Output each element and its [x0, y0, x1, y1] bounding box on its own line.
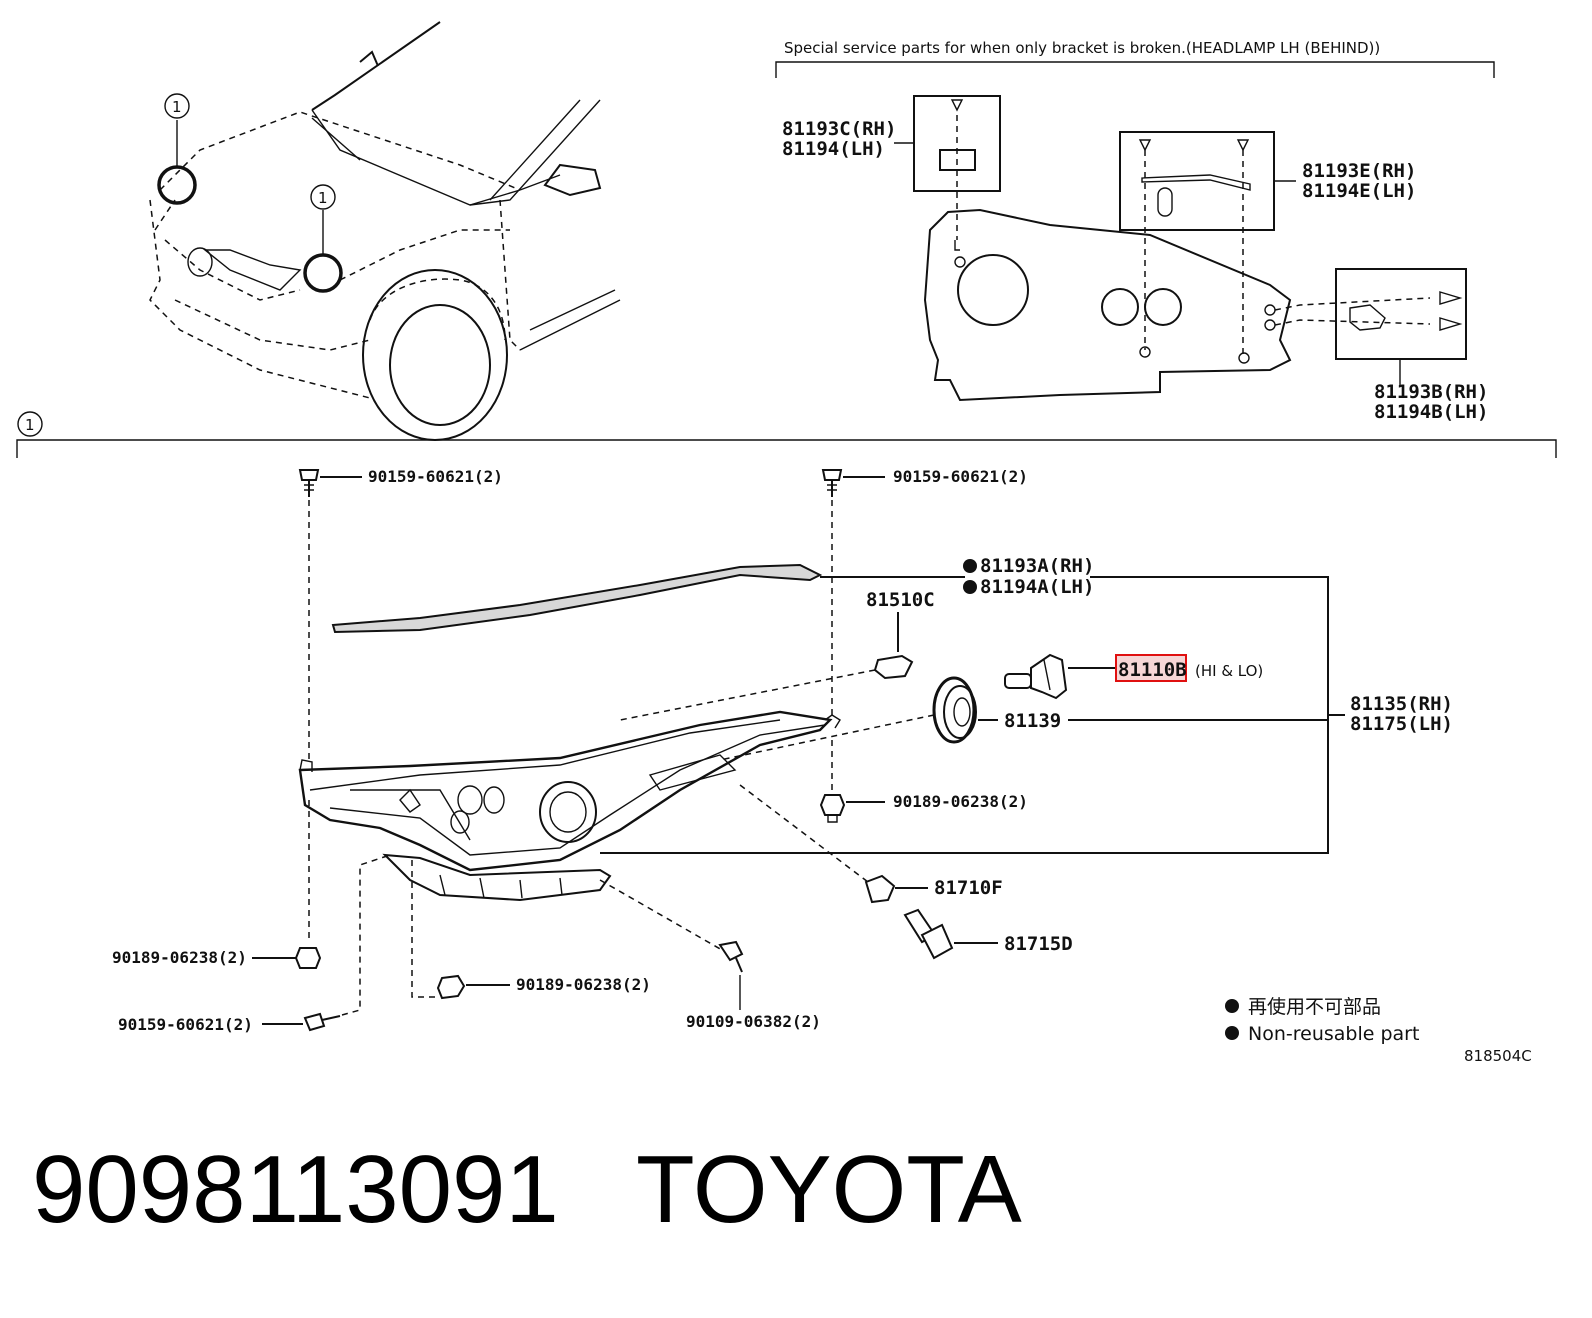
bolt-icon — [718, 940, 744, 973]
non-reusable-dot — [963, 580, 977, 594]
screw-icon — [298, 469, 320, 497]
legend-dot — [1225, 1026, 1239, 1040]
bracket-c-lh-label: 81194(LH) — [782, 138, 885, 160]
bracket-c-rh-label: 81193C(RH) — [782, 118, 896, 140]
bracket-detail-section: Special service parts for when only brac… — [775, 39, 1495, 423]
socket-icon — [903, 908, 954, 960]
bulb-81710f-label: 81710F — [934, 877, 1003, 899]
bracket-e-rh-label: 81193E(RH) — [1302, 160, 1416, 182]
bracket-b-lh-label: 81194B(LH) — [1374, 401, 1488, 423]
nut-icon — [436, 974, 466, 1000]
socket-81715d-label: 81715D — [1004, 933, 1073, 955]
headlamp-assembly: 90159-60621(2) 90159-60621(2) 81193A(RH)… — [112, 467, 1453, 1034]
screw-left-bottom-label: 90159-60621(2) — [118, 1015, 253, 1034]
callout-1-a-label: 1 — [172, 98, 182, 116]
section-divider: 1 — [16, 411, 1557, 458]
screw-top-right-label: 90159-60621(2) — [893, 467, 1028, 486]
nut-mid-label: 90189-06238(2) — [516, 975, 651, 994]
legend: 再使用不可部品 Non-reusable part 818504C — [1225, 996, 1532, 1065]
callout-1-section-label: 1 — [25, 416, 35, 434]
car-front-sketch: 1 1 — [149, 21, 621, 441]
headlamp-unit — [298, 710, 841, 902]
legend-english: Non-reusable part — [1248, 1023, 1419, 1045]
bracket-b-rh-label: 81193B(RH) — [1374, 381, 1488, 403]
bracket-strip — [331, 563, 823, 634]
nut-icon — [294, 947, 322, 969]
bolt-mid-label: 90109-06382(2) — [686, 1012, 821, 1031]
nut-icon — [819, 794, 846, 823]
bracket-b-box — [1335, 268, 1467, 360]
nut-left-label: 90189-06238(2) — [112, 948, 247, 967]
callout-1-marker-b — [310, 184, 336, 210]
bulb-icon — [1004, 653, 1068, 700]
screw-top-left-label: 90159-60621(2) — [368, 467, 503, 486]
headlamp-lh-label: 81175(LH) — [1350, 713, 1453, 735]
legend-japanese: 再使用不可部品 — [1248, 996, 1381, 1018]
headlamp-rh-label: 81135(RH) — [1350, 693, 1453, 715]
screw-icon — [303, 1012, 341, 1032]
nut-right-label: 90189-06238(2) — [893, 792, 1028, 811]
header-note: Special service parts for when only brac… — [784, 39, 1380, 57]
non-reusable-dot — [963, 559, 977, 573]
bracket-a-lh-label: 81194A(LH) — [980, 576, 1094, 598]
screw-icon — [821, 469, 843, 497]
bulb-81110b-label: 81110B — [1118, 659, 1187, 681]
bulb-icon — [873, 654, 914, 680]
bracket-e-lh-label: 81194E(LH) — [1302, 180, 1416, 202]
figure-reference: 818504C — [1464, 1047, 1532, 1065]
bulb-icon — [864, 874, 896, 904]
bracket-a-rh-label: 81193A(RH) — [980, 555, 1094, 577]
cover-icon — [932, 676, 977, 744]
bulb-81110b-note: (HI & LO) — [1195, 662, 1263, 680]
cover-81139-label: 81139 — [1004, 710, 1061, 732]
callout-1-b-label: 1 — [318, 189, 328, 207]
highlight-box — [1115, 654, 1187, 682]
callout-1-marker-a — [164, 93, 190, 119]
legend-dot — [1225, 999, 1239, 1013]
bulb-81510c-label: 81510C — [866, 589, 935, 611]
brand-name: TOYOTA — [636, 1136, 1022, 1243]
part-number: 9098113091 — [32, 1136, 559, 1243]
